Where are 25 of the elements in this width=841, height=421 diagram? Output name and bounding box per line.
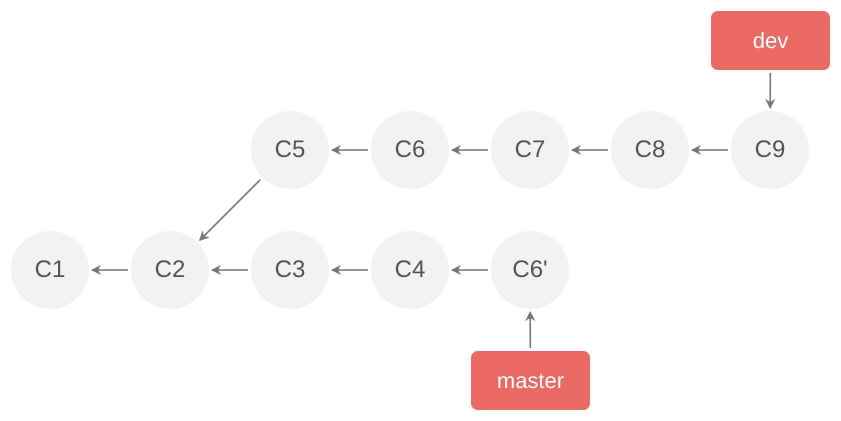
arrow [211,265,248,275]
commit-id: C4 [394,256,426,284]
branch-name: dev [752,28,788,54]
commit-id: C6' [512,256,548,284]
arrow [525,311,536,348]
commit-id: C5 [274,136,306,164]
arrow [331,265,368,275]
commit-id: C9 [754,136,786,164]
commit-id: C6 [394,136,426,164]
commit-id: C1 [34,256,66,284]
arrow [765,73,776,109]
arrow [331,145,368,155]
commit-id: C8 [634,136,666,164]
arrow [451,145,488,155]
commit-id: C2 [154,256,186,284]
arrow [571,145,608,155]
branch-label-box [471,351,590,410]
arrow [451,265,488,275]
commit-id: C7 [514,136,546,164]
branch-name: master [496,368,564,394]
arrow [91,265,128,275]
branch-label-box [711,11,830,70]
commit-id: C3 [274,256,306,284]
arrow [691,145,728,155]
arrow [199,179,261,241]
